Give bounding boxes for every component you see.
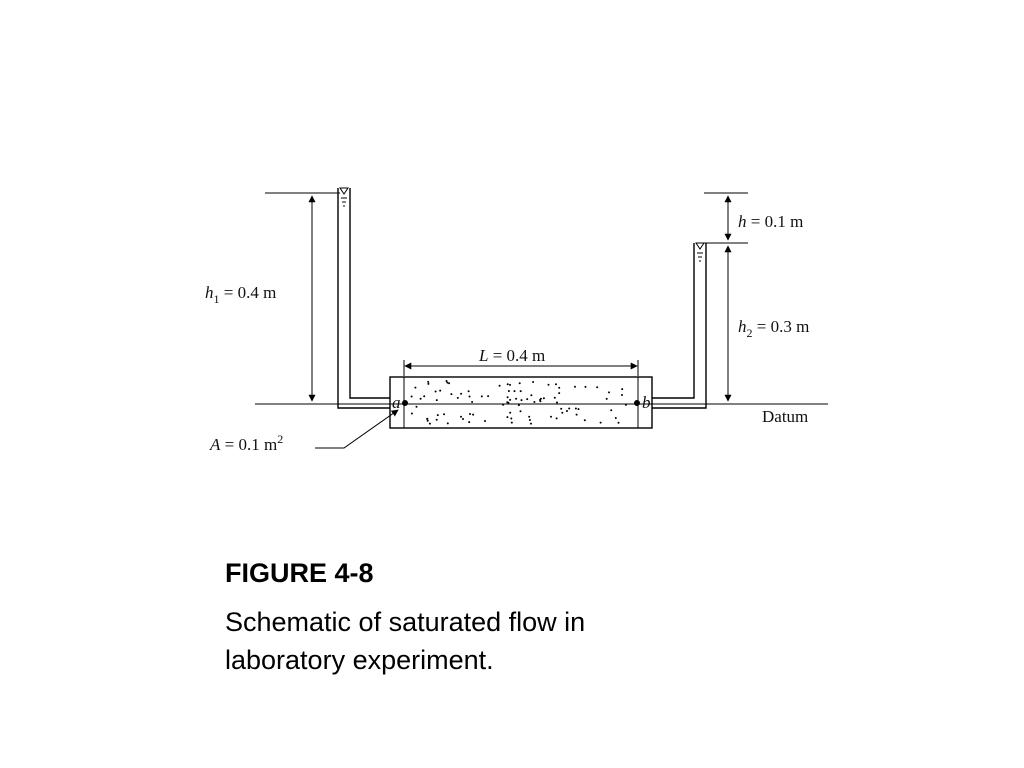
- left-piezometer-tube-inner: [349, 188, 390, 399]
- left-water-level-icon: [339, 187, 349, 207]
- point-a-label: a: [392, 393, 401, 412]
- figure-caption: FIGURE 4-8 Schematic of saturated flow i…: [225, 558, 785, 679]
- right-water-level-icon: [695, 242, 705, 262]
- caption-line-2: laboratory experiment.: [225, 645, 494, 675]
- left-piezometer-tube: [337, 188, 390, 409]
- right-piezometer-tube-inner: [652, 243, 707, 409]
- point-a-marker: [402, 400, 408, 406]
- datum-label: Datum: [762, 407, 808, 426]
- point-b-marker: [634, 400, 640, 406]
- caption-line-1: Schematic of saturated flow in: [225, 607, 586, 637]
- figure-description: Schematic of saturated flow in laborator…: [225, 603, 785, 679]
- figure-title: FIGURE 4-8: [225, 558, 374, 588]
- flow-schematic: Datum h1 = 0.4 m L = 0.4 m a b h = 0.1 m…: [205, 187, 828, 454]
- h-label: h = 0.1 m: [738, 212, 803, 231]
- L-label: L = 0.4 m: [478, 346, 545, 365]
- A-leader-line: [315, 409, 399, 449]
- point-b-label: b: [642, 393, 651, 412]
- soil-column: [389, 376, 653, 429]
- A-label: A = 0.1 m2: [209, 432, 283, 454]
- h1-label: h1 = 0.4 m: [205, 283, 276, 306]
- right-piezometer-tube: [652, 243, 695, 399]
- soil-particles: [410, 380, 627, 425]
- h2-label: h2 = 0.3 m: [738, 317, 809, 340]
